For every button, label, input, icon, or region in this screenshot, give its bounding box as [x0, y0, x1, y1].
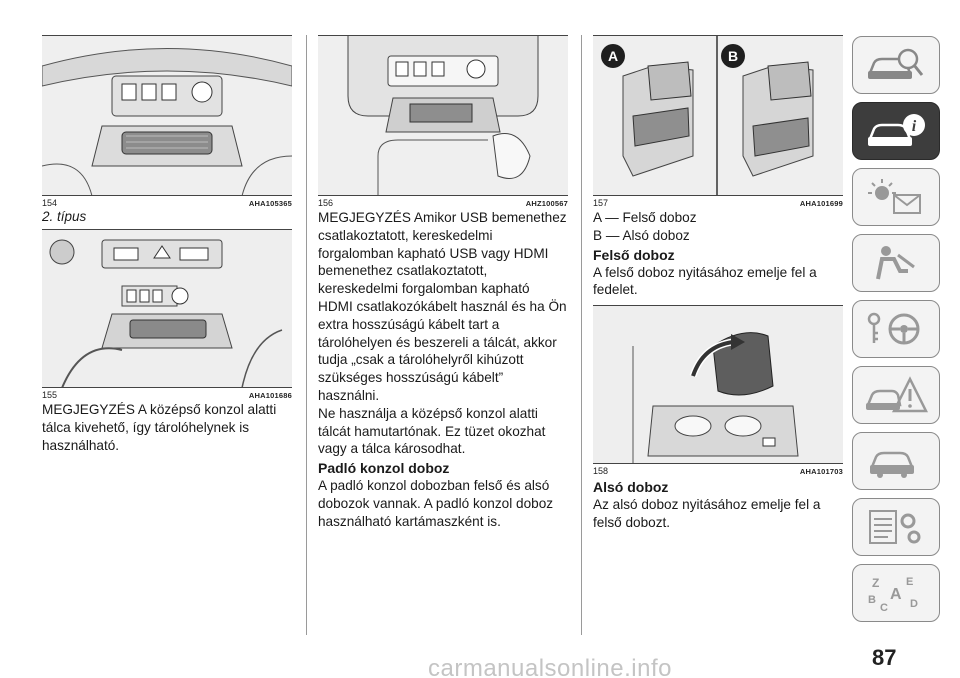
- svg-text:i: i: [912, 118, 917, 135]
- tab-index[interactable]: Z E B A C D: [852, 564, 940, 622]
- lower-box-text: Az alsó doboz nyitásához emelje fel a fe…: [593, 497, 821, 530]
- upper-lower-box-illustration: A B: [593, 36, 843, 195]
- car-info-icon: i: [868, 114, 925, 146]
- column-2: 156 AHZ100567 MEGJEGYZÉS Amikor USB beme…: [318, 35, 568, 531]
- figure-156-caption: 156 AHZ100567: [318, 195, 568, 209]
- figure-158-caption: 158 AHA101703: [593, 463, 843, 477]
- svg-text:D: D: [910, 598, 918, 610]
- label-a-badge: [601, 44, 625, 68]
- column-1: 154 AHA105365 2. típus 155 AHA101686 MEG…: [42, 35, 292, 454]
- figure-code: AHA105365: [248, 199, 292, 208]
- upper-box-heading: Felső doboz: [593, 246, 675, 263]
- tab-safety[interactable]: [852, 234, 940, 292]
- lift-lid-illustration: [593, 306, 843, 464]
- light-signal-icon: [868, 179, 921, 214]
- car-warning-icon: [866, 376, 928, 413]
- ashtray-warning: Ne használja a középső konzol alatti tál…: [318, 405, 546, 457]
- type-subtitle: 2. típus: [42, 209, 87, 224]
- figure-code: AHZ100567: [525, 199, 568, 208]
- upper-box-text: A felső doboz nyitásához emelje fel a fe…: [593, 264, 817, 298]
- page-number: 87: [872, 645, 897, 670]
- column-separator-2: [581, 35, 582, 635]
- tab-maintenance[interactable]: [852, 432, 940, 490]
- label-b-badge: [721, 44, 745, 68]
- figure-158: [593, 305, 843, 464]
- legend-a: A — Felső doboz: [593, 210, 697, 225]
- figure-number: 157: [593, 198, 609, 208]
- console-tray-illustration: [42, 36, 292, 195]
- label-a: A: [608, 48, 618, 64]
- floor-console-box-heading: Padló konzol doboz: [318, 460, 450, 477]
- site-watermark: carmanualsonline.info: [428, 655, 672, 678]
- label-b: B: [728, 48, 738, 64]
- figure-code: AHA101699: [799, 199, 843, 208]
- airbag-seat-icon: [876, 246, 915, 280]
- tab-car-info[interactable]: i: [852, 102, 940, 160]
- key-steering-icon: [867, 312, 920, 345]
- lower-box-heading: Alsó doboz: [593, 479, 669, 496]
- floor-console-box-text: A padló konzol dobozban felső és alsó do…: [318, 478, 554, 529]
- chapter-sidebar: i: [852, 36, 940, 630]
- figure-number: 154: [42, 198, 58, 208]
- legend-b: B — Alsó doboz: [593, 227, 690, 243]
- figure-code: AHA101686: [248, 391, 292, 400]
- usb-cable-note: MEGJEGYZÉS Amikor USB bemenethez csatlak…: [318, 210, 567, 403]
- svg-text:B: B: [868, 594, 876, 606]
- tray-removable-note: MEGJEGYZÉS A középső konzol alatti tálca…: [42, 402, 277, 453]
- column-separator-1: [306, 35, 307, 635]
- column-3: A B 157 AHA101699 A — Felső doboz B — Al…: [593, 35, 843, 532]
- figure-number: 155: [42, 390, 58, 400]
- figure-number: 158: [593, 466, 609, 477]
- svg-text:C: C: [880, 602, 888, 613]
- figure-code: AHA101703: [799, 467, 843, 477]
- figure-157-caption: 157 AHA101699: [593, 195, 843, 209]
- tab-car-search[interactable]: [852, 36, 940, 94]
- svg-text:E: E: [906, 576, 913, 588]
- tab-emergency[interactable]: [852, 366, 940, 424]
- car-service-icon: [870, 451, 914, 478]
- figure-156: [318, 35, 568, 195]
- figure-155-caption: 155 AHA101686: [42, 387, 292, 401]
- tab-technical-data[interactable]: [852, 498, 940, 556]
- figure-154: [42, 35, 292, 195]
- checklist-gears-icon: [869, 510, 921, 544]
- figure-154-caption: 154 AHA105365: [42, 195, 292, 209]
- console-type2-illustration: [42, 230, 292, 387]
- tab-start-drive[interactable]: [852, 300, 940, 358]
- svg-text:A: A: [890, 586, 902, 603]
- tab-lights-signals[interactable]: [852, 168, 940, 226]
- svg-text:Z: Z: [872, 576, 879, 590]
- alphabet-index-icon: Z E B A C D: [868, 576, 918, 613]
- figure-155: [42, 229, 292, 387]
- figure-157: A B: [593, 35, 843, 195]
- usb-tray-illustration: [318, 36, 568, 195]
- car-search-icon: [868, 48, 924, 79]
- figure-number: 156: [318, 198, 334, 208]
